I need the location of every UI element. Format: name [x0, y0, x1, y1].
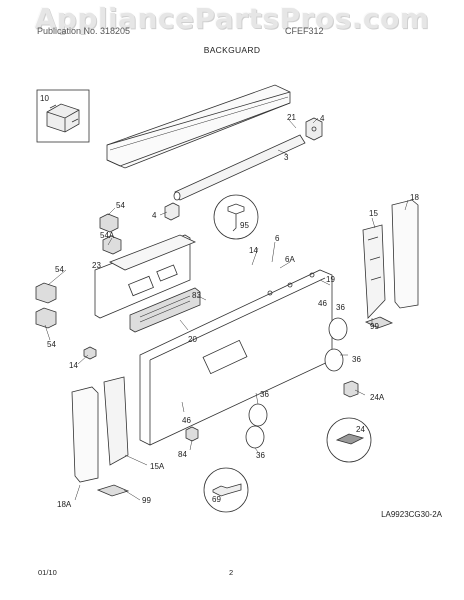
- part-18A-side-trim-left: [71, 386, 99, 483]
- diagram-code: LA9923CG30-2A: [381, 510, 442, 519]
- callout-46-b: 46: [182, 416, 191, 425]
- callout-36-d: 36: [256, 451, 265, 460]
- leader-lines: [44, 117, 409, 501]
- footer-page-number: 2: [229, 568, 234, 577]
- part-23-control-bracket: [94, 234, 197, 319]
- callout-84: 84: [178, 450, 187, 459]
- callout-20: 20: [188, 335, 197, 344]
- callout-6: 6: [275, 234, 280, 243]
- callout-23: 23: [92, 261, 101, 270]
- publication-number: Publication No. 318205: [37, 26, 131, 36]
- callout-3: 3: [284, 153, 289, 162]
- part-24A-switch: [343, 380, 359, 398]
- part-99-bracket-right: [364, 316, 394, 329]
- part-19-backguard-panel: [139, 269, 333, 446]
- part-3-tube: [173, 134, 306, 201]
- part-4-bracket: [305, 117, 323, 141]
- part-15A-end-cap-left: [103, 376, 129, 466]
- callout-46: 46: [318, 299, 327, 308]
- callout-labels: 10 21 4 3 18 54 4 95 15 54A 6 14 6A 23 1…: [40, 94, 419, 509]
- part-20-electronic-control: [129, 287, 201, 333]
- callout-15A: 15A: [150, 462, 165, 471]
- callout-6A: 6A: [285, 255, 295, 264]
- part-54-clips: [99, 213, 122, 255]
- callout-54-lower: 54: [47, 340, 56, 349]
- callout-19: 19: [326, 275, 335, 284]
- part-21-top-trim: [106, 84, 291, 169]
- part-54-clips-left: [35, 282, 57, 329]
- callout-14-left: 14: [69, 361, 78, 370]
- callout-83: 83: [192, 291, 201, 300]
- callout-95: 95: [240, 221, 249, 230]
- callout-99: 99: [370, 322, 379, 331]
- part-18-side-trim-right: [391, 199, 419, 309]
- callout-99-left: 99: [142, 496, 151, 505]
- callout-69: 69: [212, 495, 221, 504]
- callout-4-small: 4: [152, 211, 157, 220]
- footer-date: 01/10: [38, 568, 57, 577]
- callout-18A: 18A: [57, 500, 72, 509]
- callout-18: 18: [410, 193, 419, 202]
- part-24-detail: [326, 417, 372, 463]
- callout-54-left: 54: [55, 265, 64, 274]
- model-number: CFEF312: [285, 26, 324, 36]
- page-title: BACKGUARD: [203, 45, 261, 55]
- callout-36: 36: [336, 303, 345, 312]
- callout-54A: 54A: [100, 231, 115, 240]
- part-36-knobs: [245, 317, 348, 449]
- callout-54: 54: [116, 201, 125, 210]
- callout-10: 10: [40, 94, 49, 103]
- part-95-detail: [213, 194, 259, 240]
- part-4-small-bracket: [164, 202, 180, 221]
- callout-24: 24: [356, 425, 365, 434]
- callout-14: 14: [249, 246, 258, 255]
- callout-21: 21: [287, 113, 296, 122]
- callout-15: 15: [369, 209, 378, 218]
- callout-36-b: 36: [352, 355, 361, 364]
- part-10-inset: [36, 89, 90, 143]
- callout-4: 4: [320, 114, 325, 123]
- part-15-end-cap-right: [362, 224, 386, 319]
- part-69-detail: [203, 467, 249, 513]
- callout-24A: 24A: [370, 393, 385, 402]
- part-84-clip: [185, 426, 199, 442]
- callout-36-c: 36: [260, 390, 269, 399]
- part-99-bracket-left: [96, 484, 130, 497]
